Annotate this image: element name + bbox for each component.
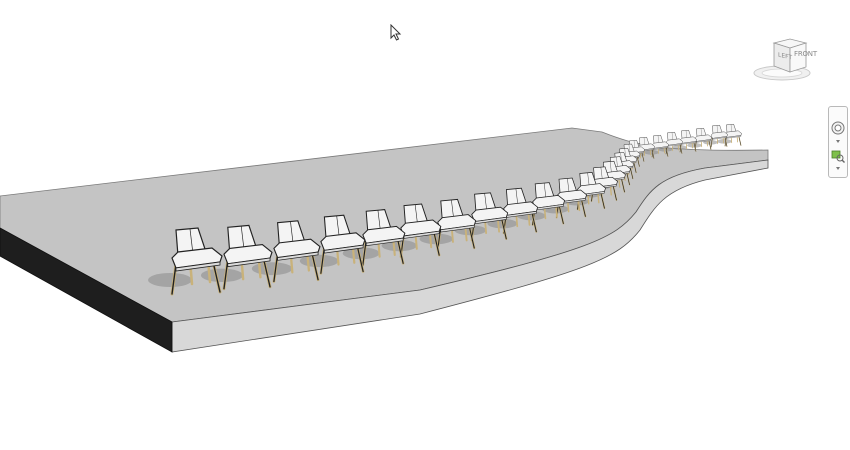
chair-shadow	[148, 273, 192, 287]
steering-wheel-icon	[831, 121, 845, 135]
chair[interactable]	[679, 129, 697, 153]
zoom-button[interactable]	[829, 145, 847, 167]
platform-front-face	[171, 159, 769, 353]
chair-shadow	[644, 150, 659, 155]
chair-shadow	[672, 145, 687, 150]
chair[interactable]	[222, 224, 273, 291]
chair[interactable]	[724, 123, 742, 147]
chair[interactable]	[710, 124, 728, 148]
chair-shadow	[200, 268, 244, 283]
chair-shadow	[342, 247, 380, 260]
chair[interactable]	[665, 131, 683, 155]
chair[interactable]	[694, 127, 712, 151]
navigation-bar	[828, 106, 848, 178]
chair-shadow	[717, 139, 732, 144]
chair[interactable]	[170, 227, 223, 296]
chair[interactable]	[319, 214, 366, 275]
chair-row[interactable]	[170, 123, 742, 296]
steering-wheel-button[interactable]	[829, 117, 847, 139]
steering-wheel-dropdown-icon[interactable]	[836, 140, 840, 143]
platform-left-face	[0, 227, 173, 353]
chair[interactable]	[436, 198, 477, 251]
chair[interactable]	[272, 220, 321, 283]
zoom-dropdown-icon[interactable]	[836, 167, 840, 170]
zoom-region-icon	[831, 150, 845, 163]
viewcube-icon[interactable]	[752, 36, 812, 84]
mouse-cursor-icon	[390, 24, 402, 41]
chair[interactable]	[361, 209, 406, 267]
chair[interactable]	[555, 177, 588, 219]
chair-shadow	[251, 262, 293, 276]
